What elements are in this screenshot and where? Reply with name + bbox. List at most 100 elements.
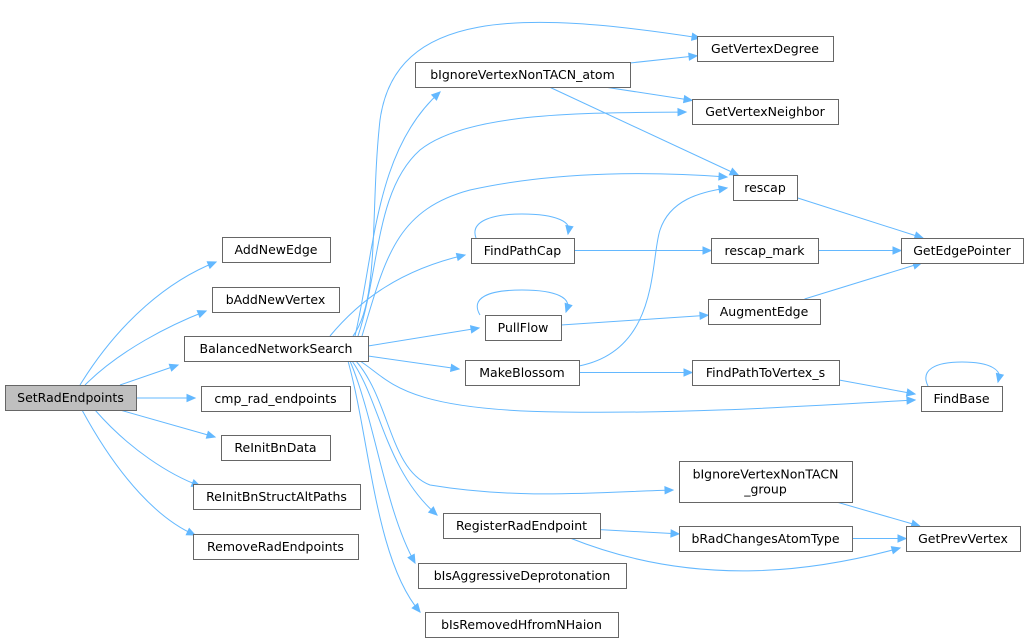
node-box-rescap[interactable] (733, 175, 798, 201)
edge-FindBase-to-FindBase (925, 361, 1000, 387)
node-BalancedNetworkSearch[interactable]: BalancedNetworkSearch (184, 336, 369, 362)
node-rescap_mark[interactable]: rescap_mark (711, 238, 819, 264)
arrowhead-bIgnoreVertexNonTACN_atom-to-rescap (728, 167, 740, 176)
node-PullFlow[interactable]: PullFlow (485, 315, 562, 341)
node-label-RegisterRadEndpoint: RegisterRadEndpoint (456, 518, 587, 533)
node-GetEdgePointer[interactable]: GetEdgePointer (901, 238, 1024, 264)
arrowhead-RegisterRadEndpoint-to-bRadChangesAtomType (670, 529, 681, 538)
arrowhead-SetRadEndpoints-to-ReInitBnData (205, 430, 217, 439)
edge-BalancedNetworkSearch-to-PullFlow (367, 327, 480, 347)
node-label-AugmentEdge: AugmentEdge (720, 304, 809, 319)
node-label-FindBase: FindBase (933, 391, 989, 406)
edge-BalancedNetworkSearch-to-FindBase (359, 360, 916, 413)
arrowhead-SetRadEndpoints-to-AddNewEdge (206, 261, 218, 270)
edge-SetRadEndpoints-to-RemoveRadEndpoints (81, 409, 196, 536)
node-label-ReInitBnStructAltPaths: ReInitBnStructAltPaths (206, 489, 347, 504)
node-cmp_rad_endpoints[interactable]: cmp_rad_endpoints (201, 386, 351, 412)
edge-SetRadEndpoints-to-BalancedNetworkSearch (119, 364, 179, 386)
node-GetVertexDegree[interactable]: GetVertexDegree (697, 36, 834, 62)
node-box-GetVertexNeighbor[interactable] (692, 99, 839, 125)
node-box-RemoveRadEndpoints[interactable] (193, 534, 359, 560)
node-AugmentEdge[interactable]: AugmentEdge (708, 299, 821, 325)
node-box-GetPrevVertex[interactable] (906, 526, 1021, 552)
node-box-bRadChangesAtomType[interactable] (679, 526, 853, 552)
arrowhead-FindBase-to-FindBase (995, 372, 1005, 384)
node-box-SetRadEndpoints[interactable] (5, 385, 137, 411)
node-label-cmp_rad_endpoints: cmp_rad_endpoints (214, 391, 336, 406)
edge-bIgnoreVertexNonTACN_atom-to-GetVertexNeighbor (604, 86, 693, 101)
edge-BalancedNetworkSearch-to-GetVertexDegree (352, 21, 701, 337)
arrowhead-bRadChangesAtomType-to-GetPrevVertex (897, 534, 908, 543)
node-bAddNewVertex[interactable]: bAddNewVertex (212, 287, 340, 313)
node-RemoveRadEndpoints[interactable]: RemoveRadEndpoints (193, 534, 359, 560)
node-MakeBlossom[interactable]: MakeBlossom (465, 360, 580, 386)
node-box-BalancedNetworkSearch[interactable] (184, 336, 369, 362)
node-label-rescap_mark: rescap_mark (725, 243, 806, 258)
node-FindPathToVertex_s[interactable]: FindPathToVertex_s (692, 360, 840, 386)
arrowhead-BalancedNetworkSearch-to-bIgnoreVertexNonTACN_atom (430, 91, 441, 101)
node-AddNewEdge[interactable]: AddNewEdge (222, 237, 331, 263)
node-GetVertexNeighbor[interactable]: GetVertexNeighbor (692, 99, 839, 125)
nodes-layer: SetRadEndpoints AddNewEdge bAddNewVertexBa… (5, 36, 1024, 638)
edge-bIgnoreVertexNonTACN_atom-to-rescap (549, 86, 739, 176)
arrowhead-BalancedNetworkSearch-to-FindBase (906, 396, 917, 405)
node-box-bAddNewVertex[interactable] (212, 287, 340, 313)
node-box-bIsRemovedHfromNHaion[interactable] (425, 612, 619, 638)
arrowhead-SetRadEndpoints-to-RemoveRadEndpoints (185, 527, 197, 536)
edge-BalancedNetworkSearch-to-bIgnoreVertexNonTACN_group (355, 360, 674, 495)
arrowhead-BalancedNetworkSearch-to-bIsRemovedHfromNHaion (411, 602, 421, 613)
edge-bIgnoreVertexNonTACN_group-to-GetPrevVertex (836, 501, 920, 527)
node-label-FindPathCap: FindPathCap (484, 243, 561, 258)
node-label-rescap: rescap (744, 180, 786, 195)
node-box-FindPathCap[interactable] (471, 238, 575, 264)
node-SetRadEndpoints[interactable]: SetRadEndpoints (5, 385, 137, 411)
arrowhead-BalancedNetworkSearch-to-RegisterRadEndpoint (427, 506, 438, 516)
arrowhead-SetRadEndpoints-to-bAddNewVertex (196, 310, 208, 319)
edge-AugmentEdge-to-GetEdgePointer (804, 262, 922, 300)
arrowhead-rescap-to-GetEdgePointer (913, 231, 925, 240)
node-label-bAddNewVertex: bAddNewVertex (226, 292, 326, 307)
node-box-rescap_mark[interactable] (711, 238, 819, 264)
node-RegisterRadEndpoint[interactable]: RegisterRadEndpoint (443, 513, 601, 539)
node-rescap[interactable]: rescap (733, 175, 798, 201)
node-ReInitBnData[interactable]: ReInitBnData (221, 435, 331, 461)
node-box-ReInitBnStructAltPaths[interactable] (193, 484, 361, 510)
arrowhead-SetRadEndpoints-to-cmp_rad_endpoints (186, 393, 197, 403)
node-FindPathCap[interactable]: FindPathCap (471, 238, 575, 264)
edge-FindPathToVertex_s-to-FindBase (838, 379, 916, 395)
node-box-cmp_rad_endpoints[interactable] (201, 386, 351, 412)
node-box-ReInitBnData[interactable] (221, 435, 331, 461)
node-bIgnoreVertexNonTACN_atom[interactable]: bIgnoreVertexNonTACN_atom (415, 62, 631, 88)
node-label-PullFlow: PullFlow (498, 320, 549, 335)
arrowhead-bIgnoreVertexNonTACN_atom-to-GetVertexDegree (688, 52, 699, 61)
node-box-bIsAggressiveDeprotonation[interactable] (418, 563, 627, 589)
arrowhead-BalancedNetworkSearch-to-GetVertexNeighbor (677, 107, 688, 117)
node-box-RegisterRadEndpoint[interactable] (443, 513, 601, 539)
arrowhead-RegisterRadEndpoint-to-GetPrevVertex (890, 546, 902, 555)
node-label-RemoveRadEndpoints: RemoveRadEndpoints (207, 539, 344, 554)
node-box-FindBase[interactable] (921, 386, 1003, 412)
edge-MakeBlossom-to-rescap (578, 187, 728, 367)
edge-SetRadEndpoints-to-AddNewEdge (79, 261, 217, 386)
arrowhead-BalancedNetworkSearch-to-bIgnoreVertexNonTACN_group (664, 485, 675, 495)
node-box-bIgnoreVertexNonTACN_group[interactable] (679, 461, 853, 503)
node-GetPrevVertex[interactable]: GetPrevVertex (906, 526, 1021, 552)
arrowhead-SetRadEndpoints-to-BalancedNetworkSearch (168, 363, 180, 372)
node-bRadChangesAtomType[interactable]: bRadChangesAtomType (679, 526, 853, 552)
node-bIgnoreVertexNonTACN_group[interactable]: bIgnoreVertexNonTACN_group (679, 461, 853, 503)
node-label-ReInitBnData: ReInitBnData (234, 440, 316, 455)
edge-PullFlow-to-PullFlow (476, 289, 569, 316)
edge-BalancedNetworkSearch-to-RegisterRadEndpoint (351, 360, 438, 516)
node-box-GetVertexDegree[interactable] (697, 36, 834, 62)
node-box-AugmentEdge[interactable] (708, 299, 821, 325)
node-box-bIgnoreVertexNonTACN_atom[interactable] (415, 62, 631, 88)
node-box-PullFlow[interactable] (485, 315, 562, 341)
node-box-GetEdgePointer[interactable] (901, 238, 1024, 264)
node-bIsRemovedHfromNHaion[interactable]: bIsRemovedHfromNHaion (425, 612, 619, 638)
node-FindBase[interactable]: FindBase (921, 386, 1003, 412)
node-box-FindPathToVertex_s[interactable] (692, 360, 840, 386)
node-bIsAggressiveDeprotonation[interactable]: bIsAggressiveDeprotonation (418, 563, 627, 589)
node-box-AddNewEdge[interactable] (222, 237, 331, 263)
node-ReInitBnStructAltPaths[interactable]: ReInitBnStructAltPaths (193, 484, 361, 510)
node-box-MakeBlossom[interactable] (465, 360, 580, 386)
